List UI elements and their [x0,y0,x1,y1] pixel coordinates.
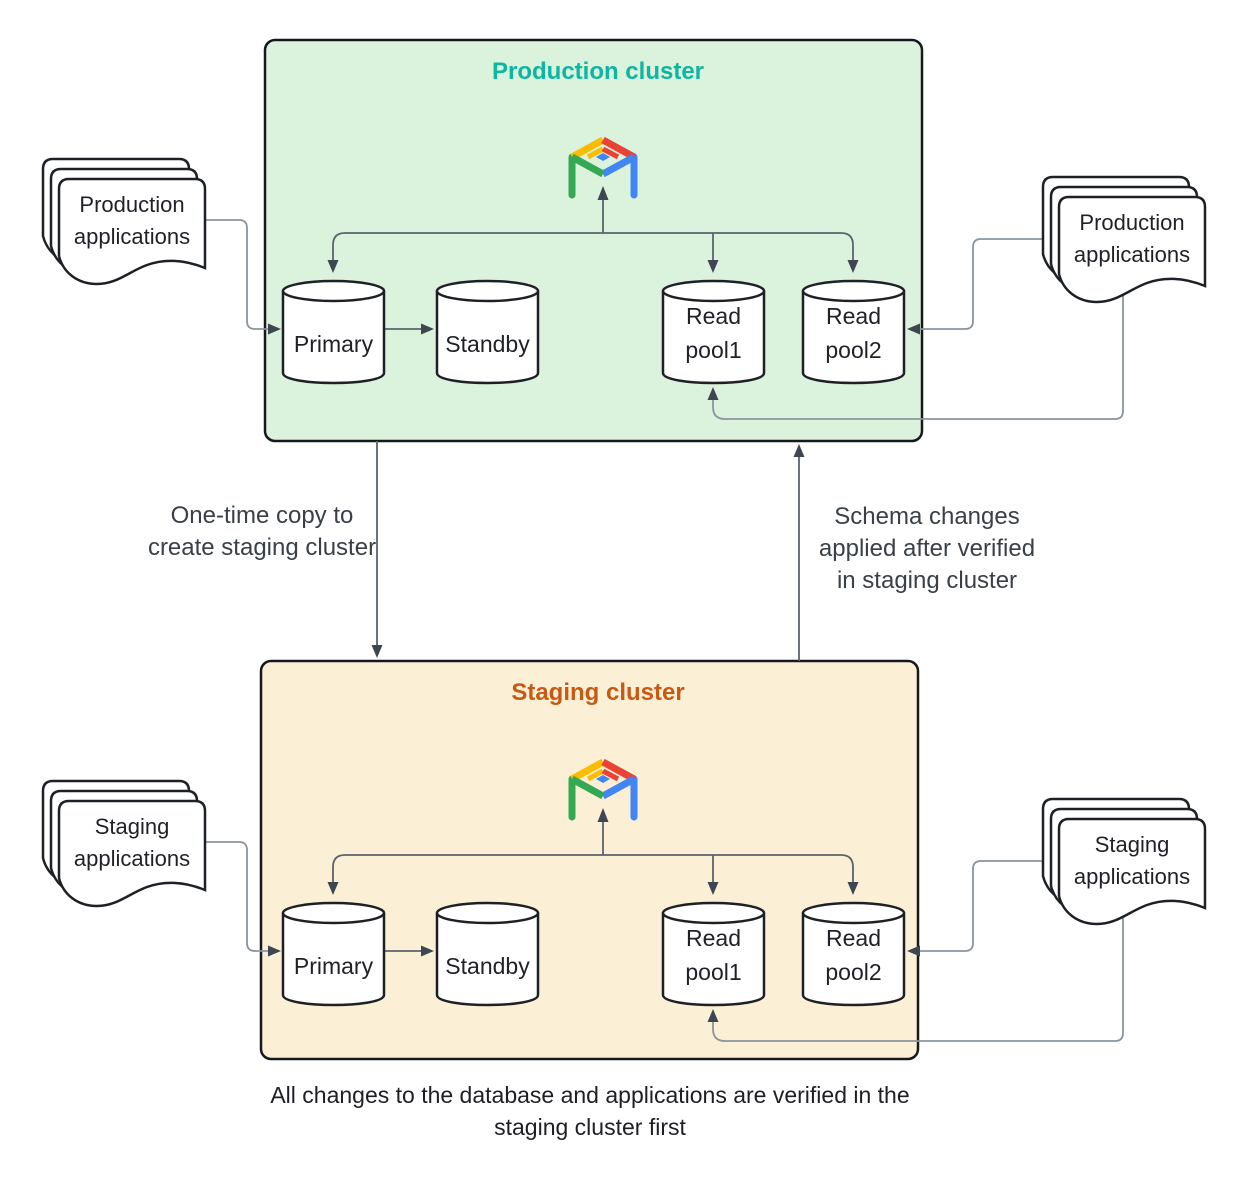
arrowhead-production-icon [597,186,609,200]
production-readpool1-label-line1: Read [686,303,741,329]
arrowhead-staging-apps-left [268,945,281,957]
production-apps-left-to-primary [205,219,268,330]
production-readpool2-cylinder [801,279,906,385]
production-apps-right-to-readpool1 [712,292,1124,420]
production-apps-left-label-line2: applications [74,224,190,249]
production-apps-left-label-line1: Production [79,192,184,217]
production-primary-cylinder [281,279,386,385]
staging-apps-right-stack [1041,797,1207,926]
staging-apps-left-stack [41,779,207,908]
arrowhead-staging-readpool1-bottom [707,1009,719,1022]
production-apps-right-to-readpool2 [920,238,1043,330]
staging-primary-label: Primary [294,953,374,979]
schema-changes-label-line1: Schema changes [834,503,1019,530]
arrowhead-staging-primary [327,882,339,895]
arrowhead-staging-apps-right [907,945,920,957]
production-apps-right-label-line1: Production [1079,210,1184,235]
production-apps-left-stack [41,157,207,286]
production-standby-cylinder [435,279,540,385]
production-primary-label: Primary [294,331,374,357]
staging-apps-right-to-readpool2 [920,860,1043,952]
caption-line1: All changes to the database and applicat… [270,1082,909,1108]
production-readpool2-label-line1: Read [826,303,881,329]
one-time-copy-label-line2: create staging cluster [148,534,376,561]
arrowhead-production-readpool1-bottom [707,387,719,400]
arrowhead-production-readpool2 [847,260,859,273]
schema-changes-label-line3: in staging cluster [837,567,1017,594]
staging-apps-right-to-readpool1 [712,914,1124,1042]
staging-apps-left-to-primary [205,841,268,952]
arrowhead-staging-icon [597,808,609,822]
arrowhead-staging-standby [421,945,434,957]
arrowhead-one-time-copy [371,645,383,658]
staging-apps-left-label-line1: Staging [95,814,170,839]
production-readpool1-label-line2: pool1 [685,337,741,363]
arrowhead-staging-readpool2 [847,882,859,895]
staging-standby-cylinder [435,901,540,1007]
arrowhead-staging-readpool1 [707,882,719,895]
production-cluster-title: Production cluster [492,58,704,85]
staging-readpool2-label-line1: Read [826,925,881,951]
schema-changes-label-line2: applied after verified [819,535,1035,562]
arrowhead-production-apps-right [907,323,920,335]
staging-readpool2-label-line2: pool2 [825,959,881,985]
arrowhead-production-apps-left [268,323,281,335]
staging-readpool1-label-line1: Read [686,925,741,951]
staging-readpool1-label-line2: pool1 [685,959,741,985]
caption-line2: staging cluster first [494,1114,686,1140]
staging-standby-label: Standby [445,953,530,979]
production-apps-right-stack [1041,175,1207,304]
staging-apps-right-label-line2: applications [1074,864,1190,889]
production-apps-right-label-line2: applications [1074,242,1190,267]
arrowhead-schema-changes [793,444,805,457]
production-branch-connector [332,232,854,261]
arrowhead-production-readpool1 [707,260,719,273]
staging-readpool1-cylinder [661,901,766,1007]
staging-cluster-title: Staging cluster [511,679,684,706]
arrowhead-production-standby [421,323,434,335]
production-readpool2-label-line2: pool2 [825,337,881,363]
production-readpool1-cylinder [661,279,766,385]
staging-apps-left-label-line2: applications [74,846,190,871]
arrowheads [268,186,920,1022]
staging-apps-right-label-line1: Staging [1095,832,1170,857]
arrowhead-production-primary [327,260,339,273]
production-standby-label: Standby [445,331,530,357]
staging-primary-cylinder [281,901,386,1007]
one-time-copy-label-line1: One-time copy to [171,502,354,529]
staging-readpool2-cylinder [801,901,906,1007]
staging-branch-connector [332,854,854,883]
